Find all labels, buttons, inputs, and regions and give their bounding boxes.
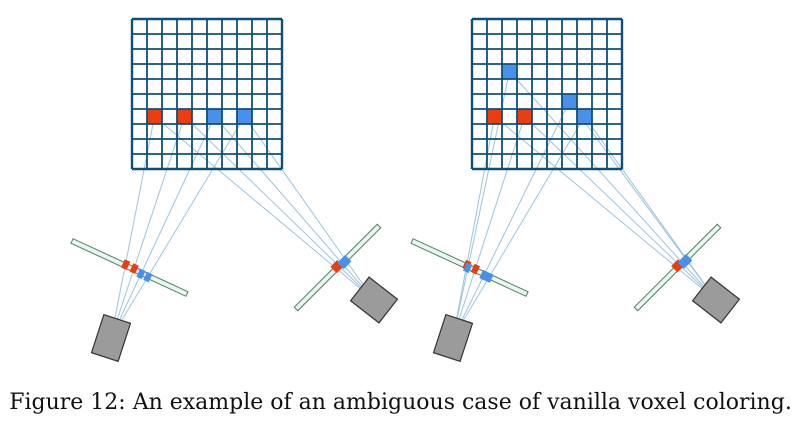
- projection-ray: [584, 116, 717, 301]
- voxel-blue: [207, 109, 222, 124]
- projection-ray: [244, 116, 375, 301]
- projected-pixel-red: [671, 261, 682, 273]
- projected-pixel-red: [673, 259, 685, 270]
- voxel-red: [177, 109, 192, 124]
- projected-pixel-blue: [681, 254, 693, 265]
- camera-body: [691, 276, 741, 324]
- image-planes: [70, 223, 722, 312]
- projected-pixel-red: [330, 262, 342, 274]
- image-plane-bar: [70, 238, 189, 297]
- right-scene-voxel-grid: [470, 17, 624, 171]
- rays-layer: [110, 71, 717, 339]
- right-scene-image-plane-1: [410, 238, 529, 297]
- camera-body: [90, 313, 132, 363]
- projected-pixel-red: [129, 263, 139, 274]
- left-scene-camera-2: [349, 276, 399, 324]
- projected-pixel-red: [470, 263, 480, 275]
- right-scene-camera-2: [691, 276, 741, 324]
- voxel-grids: [130, 17, 624, 171]
- figure-caption: Figure 12: An example of an ambiguous ca…: [0, 390, 801, 415]
- projected-pixel-blue: [136, 268, 146, 280]
- projected-pixel-blue: [463, 262, 473, 274]
- left-scene-image-plane-2: [293, 223, 382, 312]
- projected-pixel-blue: [337, 258, 348, 270]
- projected-pixel-blue: [484, 272, 494, 283]
- projected-pixel-blue: [143, 271, 153, 283]
- voxel-blue: [577, 109, 592, 124]
- voxel-blue: [502, 64, 517, 79]
- projected-pixel-red: [121, 259, 131, 270]
- projection-ray: [569, 101, 717, 301]
- voxel-blue: [237, 109, 252, 124]
- projection-ray: [452, 101, 570, 339]
- projection-ray: [184, 116, 375, 301]
- caption-label: Figure 12:: [9, 390, 126, 415]
- left-scene-camera-1: [90, 313, 132, 363]
- caption-text: An example of an ambiguous case of vanil…: [132, 390, 792, 415]
- left-scene-voxel-grid: [130, 17, 284, 171]
- figure-diagram: [70, 17, 741, 363]
- projection-ray: [494, 116, 717, 301]
- projected-pixel-blue: [479, 269, 489, 281]
- projection-ray: [524, 116, 717, 301]
- right-scene-camera-1: [432, 313, 474, 363]
- cameras: [90, 276, 741, 363]
- left-scene-image-plane-1: [70, 238, 189, 297]
- camera-body: [432, 313, 474, 363]
- camera-body: [349, 276, 399, 324]
- voxel-red: [487, 109, 502, 124]
- projected-pixel-blue: [677, 258, 689, 269]
- voxel-blue: [562, 94, 577, 109]
- voxel-red: [147, 109, 162, 124]
- projected-pixel-blue: [340, 254, 352, 266]
- projection-ray: [214, 116, 375, 301]
- voxel-red: [517, 109, 532, 124]
- projected-pixel-red: [332, 260, 344, 271]
- right-scene-image-plane-2: [633, 223, 722, 312]
